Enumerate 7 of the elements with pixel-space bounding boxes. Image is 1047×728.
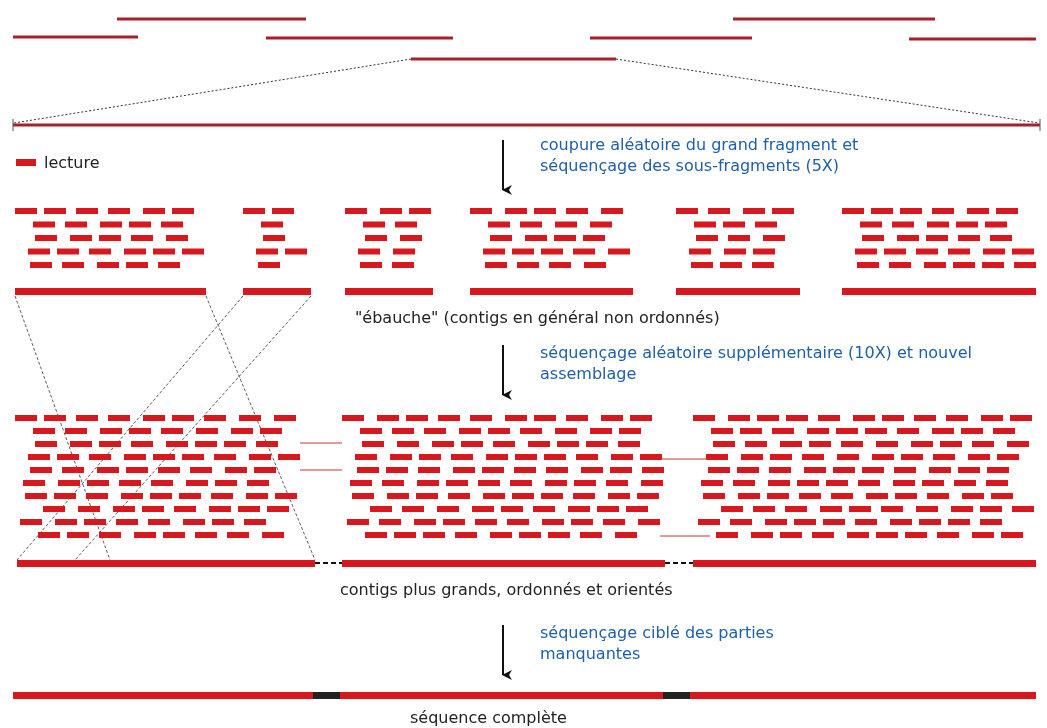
step-description: séquençage aléatoire supplémentaire (10X) et nouvel assemblage bbox=[540, 342, 973, 384]
step-description: coupure aléatoire du grand fragment et séquençage des sous-fragments (5X) bbox=[540, 134, 860, 176]
step-description: séquençage ciblé des parties manquantes bbox=[540, 622, 775, 664]
legend-label: lecture bbox=[44, 152, 100, 173]
stage-caption: "ébauche" (contigs en général non ordonnés) bbox=[355, 307, 721, 328]
stage-caption: contigs plus grands, ordonnés et orientés bbox=[340, 579, 674, 600]
stage-caption: séquence complète bbox=[410, 707, 568, 728]
